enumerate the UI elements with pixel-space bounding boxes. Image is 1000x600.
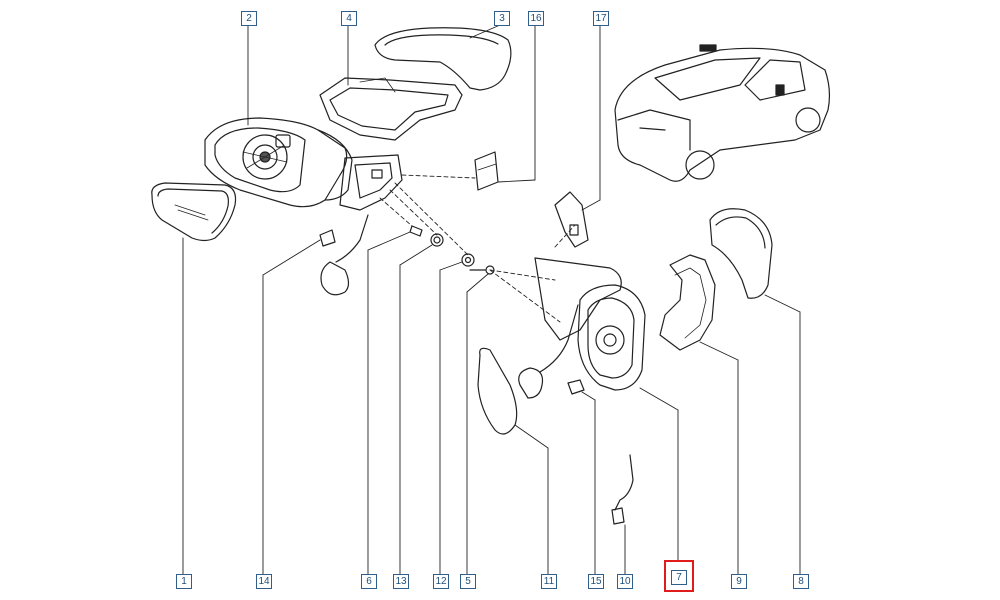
callout-5[interactable]: 5: [460, 574, 476, 589]
callout-14[interactable]: 14: [256, 574, 272, 589]
part-mirror-cap-right[interactable]: [709, 208, 773, 299]
part-connector-left[interactable]: [319, 214, 369, 296]
callout-13[interactable]: 13: [393, 574, 409, 589]
part-screw-6[interactable]: [409, 225, 423, 237]
part-screw-13[interactable]: [430, 233, 444, 247]
callout-3[interactable]: 3: [494, 11, 510, 26]
part-control-module[interactable]: [474, 151, 499, 191]
callout-12[interactable]: 12: [433, 574, 449, 589]
car-illustration: [614, 44, 831, 182]
part-mirror-glass-right[interactable]: [477, 347, 518, 435]
callout-2[interactable]: 2: [241, 11, 257, 26]
part-nut-12[interactable]: [461, 253, 475, 267]
part-clip[interactable]: [554, 191, 589, 248]
part-screw-5[interactable]: [469, 265, 495, 275]
callout-8[interactable]: 8: [793, 574, 809, 589]
part-mirror-glass-left[interactable]: [151, 182, 237, 242]
callout-1[interactable]: 1: [176, 574, 192, 589]
callout-10[interactable]: 10: [617, 574, 633, 589]
part-sensor-cable[interactable]: [611, 454, 634, 525]
callout-7[interactable]: 7: [671, 570, 687, 585]
callout-15[interactable]: 15: [588, 574, 604, 589]
callout-17[interactable]: 17: [593, 11, 609, 26]
callout-16[interactable]: 16: [528, 11, 544, 26]
part-wiring-harness-right[interactable]: [518, 304, 579, 399]
callout-9[interactable]: 9: [731, 574, 747, 589]
part-turn-signal-frame-right[interactable]: [659, 254, 716, 351]
part-mirror-base[interactable]: [339, 154, 403, 211]
part-mirror-assembly-right[interactable]: [534, 257, 646, 391]
part-mirror-cap-upper[interactable]: [374, 27, 512, 91]
part-turn-signal-frame[interactable]: [319, 77, 463, 141]
callout-6[interactable]: 6: [361, 574, 377, 589]
part-nut-15[interactable]: [567, 379, 585, 395]
callout-11[interactable]: 11: [541, 574, 557, 589]
callout-4[interactable]: 4: [341, 11, 357, 26]
part-mirror-housing[interactable]: [204, 117, 353, 208]
selected-part-highlight: [664, 560, 694, 592]
